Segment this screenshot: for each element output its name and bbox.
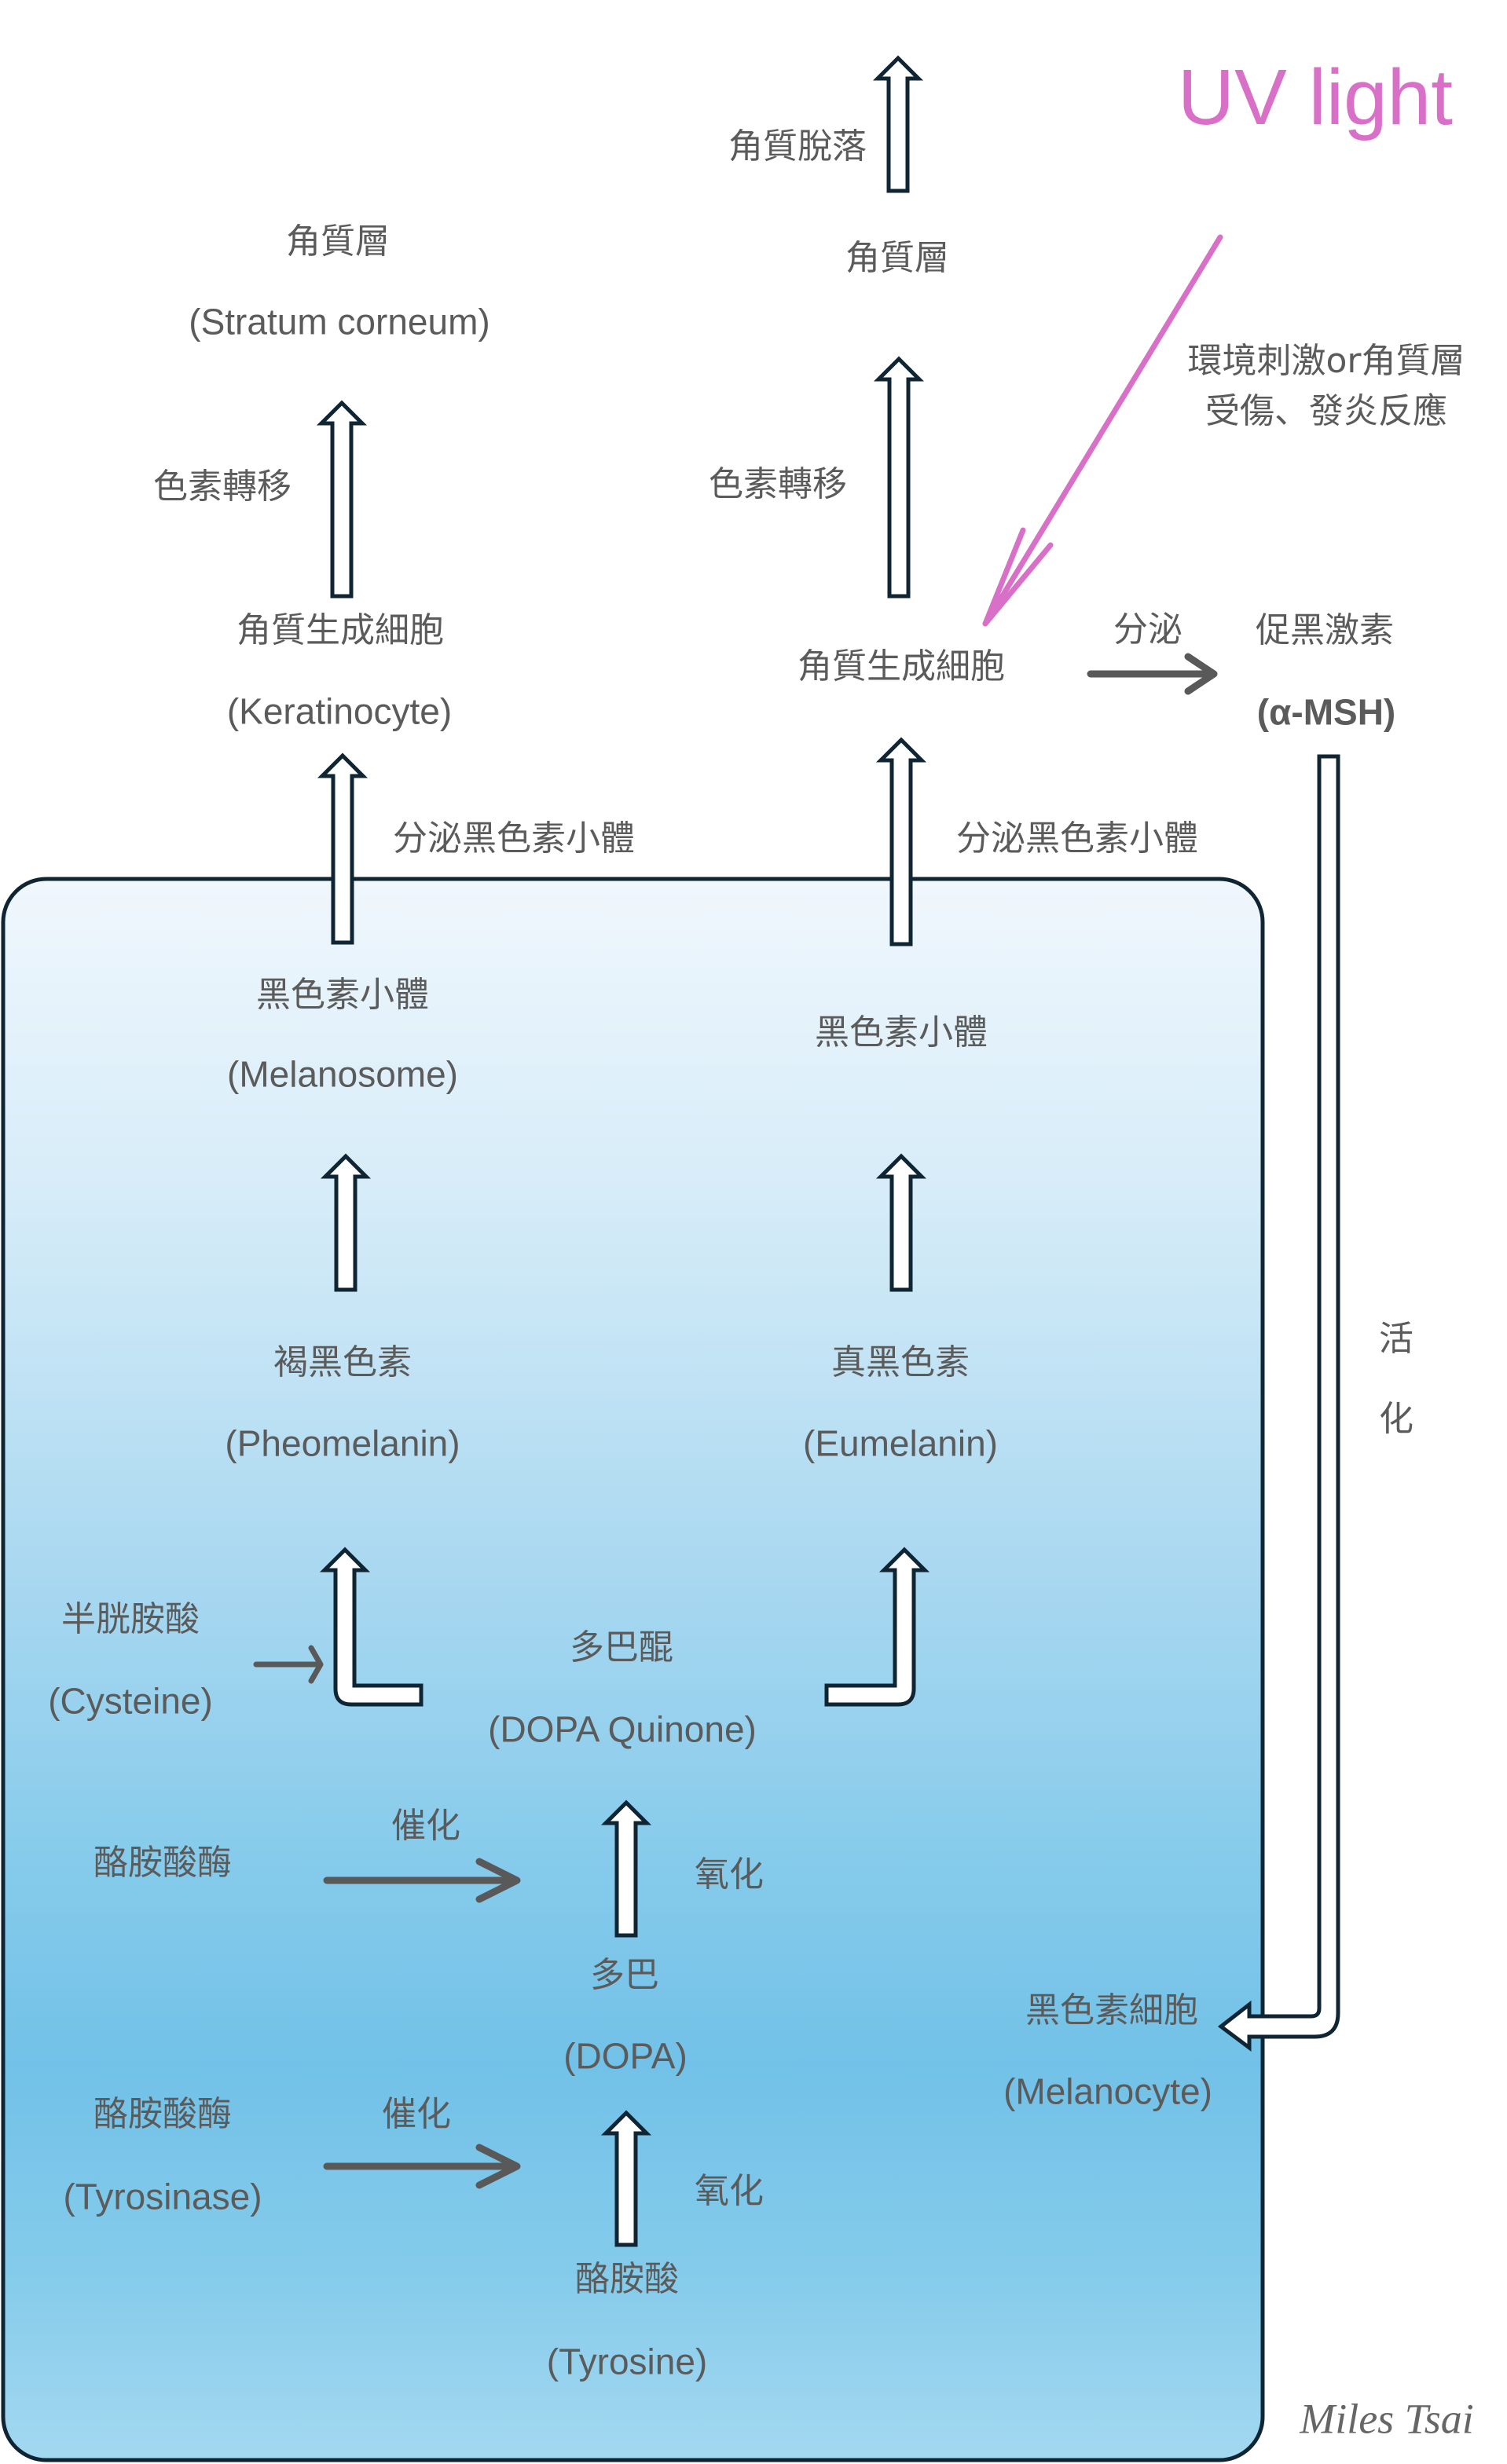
msh-en: (α-MSH) xyxy=(1256,691,1396,733)
left-keratinocyte-en: (Keratinocyte) xyxy=(226,690,453,732)
tyrosine-en: (Tyrosine) xyxy=(546,2341,708,2382)
left-stratum-corneum-zh: 角質層 xyxy=(286,221,390,262)
uv-arrow xyxy=(982,234,1223,627)
arrow-secrete-msh xyxy=(1087,653,1218,695)
arrow-desquamation xyxy=(872,55,924,193)
msh-zh: 促黑激素 xyxy=(1256,610,1394,650)
right-melanosome: 黑色素小體 xyxy=(815,1012,988,1053)
uv-cause-line-2: 受傷、發炎反應 xyxy=(1205,390,1447,431)
arrow-dopa-to-quinone xyxy=(600,1799,652,1938)
arrow-quinone-to-pheomelanin xyxy=(319,1547,424,1707)
left-secrete-melanosome-label: 分泌黑色素小體 xyxy=(393,818,635,859)
arrow-msh-activates-melanocyte xyxy=(1217,754,1340,2052)
melanocyte-en: (Melanocyte) xyxy=(1003,2070,1212,2112)
dopa-quinone-en: (DOPA Quinone) xyxy=(488,1708,757,1750)
melanocyte-cell-box xyxy=(1,877,1265,2462)
right-secrete-melanosome-label: 分泌黑色素小體 xyxy=(956,818,1198,859)
dopa-en: (DOPA) xyxy=(563,2035,688,2077)
dopa-quinone-zh: 多巴醌 xyxy=(570,1627,673,1668)
catalyze-upper-label: 催化 xyxy=(391,1805,460,1846)
melanocyte-zh: 黑色素細胞 xyxy=(1025,1990,1198,2030)
left-melanosome-en: (Melanosome) xyxy=(227,1053,458,1095)
arrow-pheomelanin-to-melanosome xyxy=(320,1153,372,1292)
cysteine-en: (Cysteine) xyxy=(48,1680,213,1722)
uv-arrow-shaft xyxy=(985,234,1223,622)
right-pigment-transfer-label: 色素轉移 xyxy=(709,463,847,504)
arrow-tyrosinase-catalyze-upper xyxy=(323,1858,521,1903)
right-desquamation-label: 角質脫落 xyxy=(728,126,867,167)
eumelanin-zh: 真黑色素 xyxy=(831,1342,970,1382)
author-signature: Miles Tsai xyxy=(1300,2395,1474,2443)
cysteine-zh: 半胱胺酸 xyxy=(61,1598,200,1639)
activate-label-2: 化 xyxy=(1379,1398,1414,1439)
left-melanosome-zh: 黑色素小體 xyxy=(256,974,429,1015)
pheomelanin-zh: 褐黑色素 xyxy=(273,1342,412,1382)
arrow-tyrosinase-catalyze-lower xyxy=(323,2144,521,2189)
arrow-quinone-to-eumelanin xyxy=(824,1547,930,1707)
arrow-right-secrete-melanosome xyxy=(875,737,927,946)
tyrosinase-upper-zh: 酪胺酸酶 xyxy=(94,1842,232,1883)
pheomelanin-en: (Pheomelanin) xyxy=(225,1422,460,1464)
left-pigment-transfer-label: 色素轉移 xyxy=(153,466,292,507)
right-keratinocyte: 角質生成細胞 xyxy=(798,646,1005,686)
oxidation-upper-label: 氧化 xyxy=(695,1854,764,1895)
tyrosine-zh: 酪胺酸 xyxy=(575,2258,679,2299)
tyrosinase-lower-zh: 酪胺酸酶 xyxy=(94,2093,232,2134)
arrow-left-secrete-melanosome xyxy=(317,752,368,945)
left-stratum-corneum-en: (Stratum corneum) xyxy=(189,301,490,342)
dopa-zh: 多巴 xyxy=(590,1954,659,1995)
uv-light-title: UV light xyxy=(1177,53,1454,141)
secrete-label: 分泌 xyxy=(1113,609,1182,650)
uv-arrow-barb-right xyxy=(982,542,1054,627)
arrow-left-pigment-transfer xyxy=(316,400,368,599)
arrow-cysteine-input xyxy=(253,1645,324,1684)
arrow-right-pigment-transfer xyxy=(873,356,925,599)
catalyze-lower-label: 催化 xyxy=(382,2093,451,2134)
activate-label-1: 活 xyxy=(1379,1318,1414,1359)
oxidation-lower-label: 氧化 xyxy=(695,2170,764,2211)
uv-arrow-barb-left xyxy=(982,527,1026,627)
arrow-eumelanin-to-melanosome xyxy=(875,1153,927,1292)
right-stratum-corneum: 角質層 xyxy=(845,237,949,278)
arrow-tyrosine-to-dopa xyxy=(600,2110,652,2247)
tyrosinase-lower-en: (Tyrosinase) xyxy=(63,2176,262,2217)
uv-cause-line-1: 環境刺激or角質層 xyxy=(1187,340,1465,381)
left-keratinocyte-zh: 角質生成細胞 xyxy=(236,610,444,650)
eumelanin-en: (Eumelanin) xyxy=(803,1422,998,1464)
